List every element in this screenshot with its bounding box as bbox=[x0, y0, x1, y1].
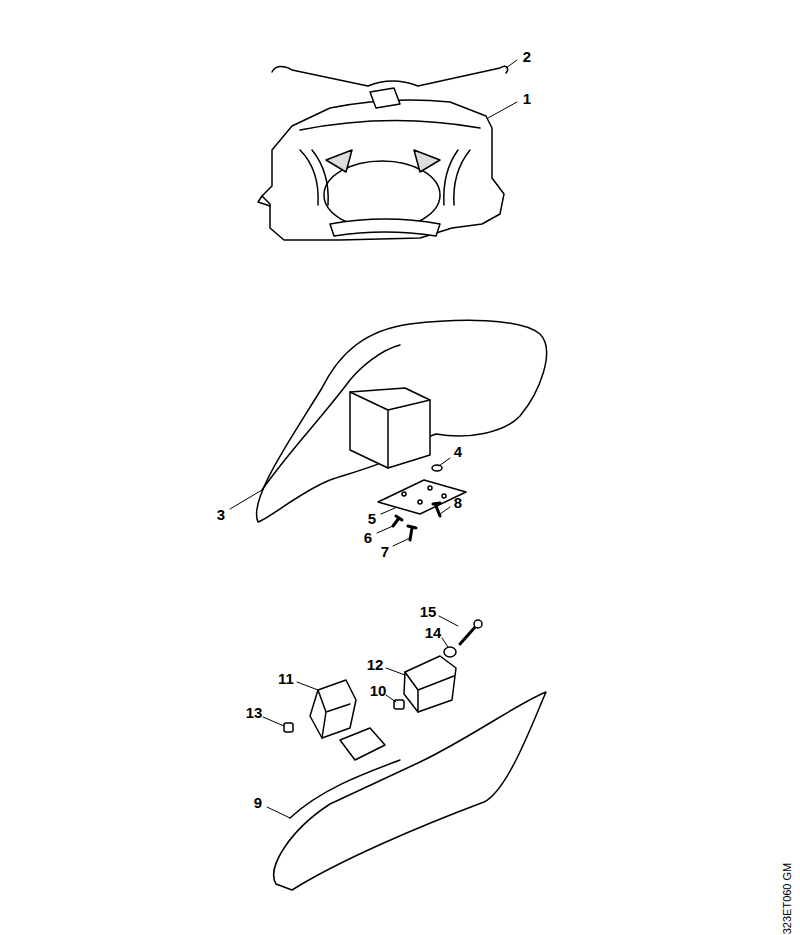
bracket-edge bbox=[318, 690, 350, 738]
callout-number: 6 bbox=[364, 530, 372, 545]
bracket bbox=[310, 680, 356, 738]
deflector-rib bbox=[444, 150, 470, 205]
deflector-rib bbox=[300, 150, 328, 205]
guard-mount-edge bbox=[350, 392, 430, 468]
callout-number: 12 bbox=[367, 657, 384, 672]
screw bbox=[393, 516, 402, 526]
deflector-ring bbox=[262, 100, 504, 240]
deflector-rim bbox=[300, 120, 480, 130]
plate-hole bbox=[418, 500, 422, 504]
callout-number: 4 bbox=[454, 444, 462, 459]
callout-number: 1 bbox=[523, 91, 531, 106]
screw bbox=[433, 503, 440, 516]
deflector-lip bbox=[330, 219, 440, 236]
callout-number: 7 bbox=[381, 544, 389, 559]
callout-number: 9 bbox=[254, 795, 262, 810]
bracket-edge bbox=[405, 672, 454, 712]
callout-number: 11 bbox=[278, 671, 294, 686]
deflector-vent bbox=[326, 150, 440, 172]
mounting-plate bbox=[378, 480, 466, 514]
leader-lines bbox=[230, 60, 517, 818]
plate-hole bbox=[402, 492, 406, 496]
deflector-tab bbox=[370, 88, 400, 108]
plate-hole bbox=[442, 494, 446, 498]
spring-wire bbox=[272, 66, 508, 86]
guard-edge bbox=[290, 760, 400, 818]
washer bbox=[444, 647, 456, 657]
screw bbox=[460, 626, 476, 644]
drawing-code: 323ET060 GM bbox=[782, 862, 793, 934]
callout-number: 5 bbox=[368, 511, 376, 526]
nut bbox=[284, 723, 293, 732]
washer bbox=[432, 465, 442, 471]
plate-hole bbox=[428, 486, 432, 490]
deflector-hook bbox=[258, 196, 270, 206]
guard-mount bbox=[350, 388, 430, 468]
callout-number: 2 bbox=[523, 49, 531, 64]
callout-number: 3 bbox=[217, 507, 225, 522]
callout-number: 15 bbox=[420, 604, 437, 619]
callout-number: 13 bbox=[246, 705, 263, 720]
callout-number: 8 bbox=[454, 495, 462, 510]
callout-number: 14 bbox=[425, 625, 442, 640]
bracket bbox=[404, 656, 456, 712]
guard-mount bbox=[340, 728, 385, 760]
guard bbox=[256, 320, 546, 522]
callout-number: 10 bbox=[370, 683, 387, 698]
screw-head bbox=[474, 620, 482, 628]
